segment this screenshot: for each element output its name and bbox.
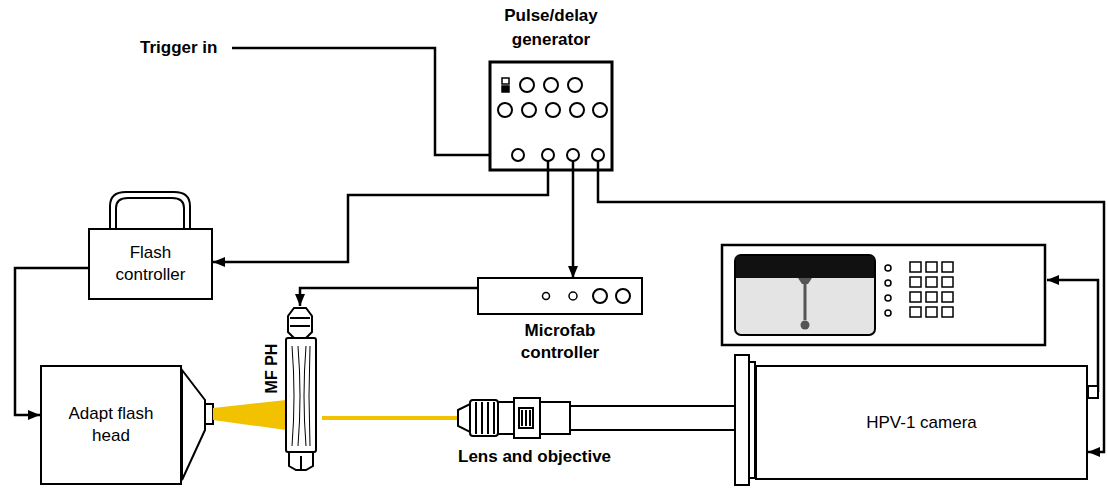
light-beam <box>213 400 458 430</box>
pulse-generator: Pulse/delay generator <box>490 4 612 170</box>
flash-cone <box>205 404 213 424</box>
node-label: HPV-1 camera <box>862 412 981 434</box>
lens-objective <box>514 398 540 438</box>
monitor <box>926 307 937 317</box>
generator-panel <box>547 161 550 170</box>
monitor <box>910 262 953 317</box>
monitor <box>910 307 921 317</box>
monitor <box>736 256 874 278</box>
signal-label: Trigger in <box>140 37 217 59</box>
flash-cone <box>182 370 205 480</box>
generator-panel <box>567 149 579 161</box>
trigger-wire <box>232 48 510 155</box>
generator-panel <box>522 103 536 117</box>
lens-objective <box>540 402 570 434</box>
monitor <box>942 262 953 272</box>
microfab-panel <box>478 278 642 314</box>
monitor <box>885 310 891 316</box>
signal-wire <box>300 288 478 306</box>
lens-objective <box>470 400 498 436</box>
monitor <box>910 277 921 287</box>
node-label: Flash controller <box>101 242 201 286</box>
controller-box: Flash controller <box>88 228 213 300</box>
camera-box: HPV-1 camera <box>755 365 1088 480</box>
generator-panel <box>520 78 534 92</box>
generator-panel <box>498 103 512 117</box>
node-label: Pulse/delay generator <box>496 4 606 52</box>
monitor <box>798 278 812 284</box>
monitor <box>926 292 937 302</box>
monitor <box>735 255 875 335</box>
monitor <box>910 292 921 302</box>
lens-objective <box>519 408 533 428</box>
microfab-panel <box>616 289 630 303</box>
signal-wire <box>572 170 575 278</box>
label-anchor: Trigger in <box>140 37 217 59</box>
generator-panel <box>490 62 612 170</box>
monitor <box>942 307 953 317</box>
lens-objective <box>525 410 527 426</box>
flash-handle <box>110 192 190 228</box>
monitor <box>801 321 810 330</box>
node-label: Adapt flash head <box>57 403 165 447</box>
lens-objective <box>475 402 477 434</box>
monitor <box>942 277 953 287</box>
lens-objective <box>529 410 531 426</box>
generator-panel <box>597 161 600 170</box>
monitor <box>885 295 891 301</box>
flash-handle <box>116 198 184 228</box>
generator-panel <box>542 149 554 161</box>
generator-panel <box>490 62 612 170</box>
monitor <box>885 265 891 271</box>
generator-panel <box>593 103 607 117</box>
flash-handle <box>110 192 190 228</box>
light-beam <box>322 416 458 420</box>
node-label: Microfab controller <box>500 320 620 364</box>
light-beam <box>213 400 286 430</box>
generator-panel <box>568 78 582 92</box>
controller-box: Microfab controller <box>478 278 642 370</box>
lens-objective <box>498 402 514 434</box>
lens-objective <box>493 402 495 434</box>
generator-panel <box>572 161 575 170</box>
node-label: MF PH <box>262 343 281 393</box>
camera-body <box>1088 386 1098 398</box>
lens-objective <box>487 402 489 434</box>
lens-objective <box>458 404 470 432</box>
generator-panel <box>544 78 558 92</box>
monitor <box>926 262 937 272</box>
trigger-wire <box>232 48 510 155</box>
monitor <box>885 280 891 286</box>
monitor <box>926 277 937 287</box>
generator-panel <box>570 103 584 117</box>
generator-panel <box>502 86 509 92</box>
signal-wire <box>213 170 548 262</box>
monitor <box>910 262 921 272</box>
flash-head: Adapt flash head <box>40 365 182 485</box>
monitor <box>722 245 1045 345</box>
label-anchor: Lens and objective <box>458 446 611 468</box>
monitor <box>722 245 1045 345</box>
lens-objective <box>521 410 523 426</box>
generator-panel <box>512 149 524 161</box>
part-label: Lens and objective <box>458 446 611 468</box>
monitor <box>804 284 807 320</box>
microfab-panel <box>593 289 607 303</box>
lens-objective <box>481 402 483 434</box>
microfab-panel <box>543 293 550 300</box>
generator-panel <box>502 78 509 84</box>
camera-body <box>735 355 749 485</box>
printhead: MF PH <box>262 306 320 472</box>
generator-panel <box>592 149 604 161</box>
microfab-panel <box>478 278 642 314</box>
lens-objective <box>570 406 735 430</box>
microfab-panel <box>569 292 577 300</box>
generator-panel <box>546 103 560 117</box>
monitor <box>942 292 953 302</box>
lens-objective <box>458 398 735 438</box>
flash-cone <box>182 370 213 480</box>
camera-body <box>735 355 1098 485</box>
